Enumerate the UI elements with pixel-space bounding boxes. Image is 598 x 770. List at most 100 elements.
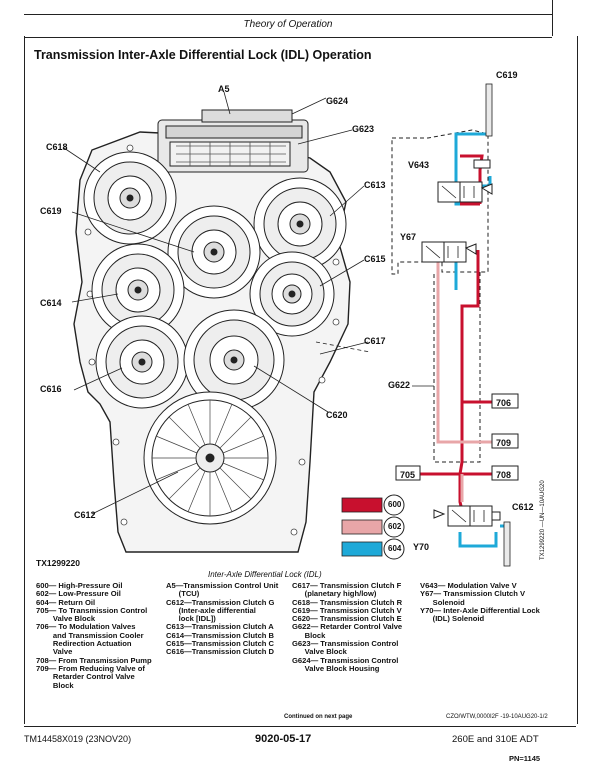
clutch-c618	[83, 151, 177, 245]
legend-item: C620— Transmission Clutch E	[292, 614, 402, 624]
figure-side-id: TX1299220 —UN—10AUG20	[540, 480, 546, 560]
port-709: 709	[496, 438, 512, 448]
leader-lines	[63, 91, 434, 515]
legend-item: (planetary high/low)	[292, 589, 377, 599]
label-v643: V643	[408, 160, 430, 170]
section-number: 9020-05-17	[255, 733, 312, 745]
legend-item: 604— Return Oil	[36, 597, 96, 607]
label-y67: Y67	[400, 232, 417, 242]
y67-valve	[421, 241, 477, 263]
key-604: 604	[388, 544, 402, 553]
clutch-c619	[167, 205, 261, 299]
figure-title: Transmission Inter-Axle Differential Loc…	[34, 48, 372, 62]
label-c613: C613	[364, 180, 386, 190]
label-c620: C620	[326, 410, 348, 420]
legend-item: Redirection Actuation	[36, 639, 132, 649]
clutch-discs	[83, 151, 347, 411]
legend-item: C617— Transmission Clutch F	[292, 581, 402, 590]
model-name: 260E and 310E ADT	[452, 734, 539, 745]
legend-item: (IDL) Solenoid	[420, 614, 485, 624]
clutch-c615	[249, 251, 335, 337]
hydraulic-lines	[420, 110, 510, 548]
v643-valve	[437, 159, 493, 203]
label-c612-right: C612	[512, 502, 534, 512]
legend-item: C619— Transmission Clutch V	[292, 605, 402, 615]
retarder-block-outline	[433, 272, 481, 463]
color-key	[341, 494, 405, 560]
y70-valve	[433, 505, 501, 527]
port-boxes	[395, 393, 519, 481]
legend-column-1: 600— High-Pressure Oil 602— Low-Pressure…	[36, 581, 166, 690]
legend-column-4: V643— Modulation Valve V Y67— Transmissi…	[420, 581, 570, 624]
legend-item: 706— To Modulation Valves	[36, 622, 136, 632]
legend-item: A5—Transmission Control Unit	[166, 581, 279, 590]
legend-item: C613—Transmission Clutch A	[166, 622, 274, 632]
legend-item: (TCU)	[166, 589, 200, 599]
legend-item: 705— To Transmission Control	[36, 605, 148, 615]
part-reference: CZO/WTW,0000I2F -19-10AUG20-1/2	[446, 714, 548, 720]
legend-item: Solenoid	[420, 597, 465, 607]
c612-actuator	[503, 521, 511, 567]
clutch-c612	[143, 391, 277, 525]
return-line-lower	[458, 532, 498, 548]
legend-column-3: C617— Transmission Clutch F (planetary h…	[292, 581, 420, 673]
document-id: TM14458X019 (23NOV20)	[24, 734, 132, 744]
legend-item: C615—Transmission Clutch C	[166, 639, 275, 649]
key-602: 602	[388, 522, 402, 531]
label-c614: C614	[40, 298, 62, 308]
legend-item: G623— Transmission Control	[292, 639, 399, 649]
legend-item: Valve	[36, 647, 73, 657]
legend-item: and Transmission Cooler	[36, 630, 144, 640]
low-pressure-line	[436, 250, 494, 444]
legend-item: Y70— Inter-Axle Differential Lock	[420, 605, 540, 615]
continued-note: Continued on next page	[284, 714, 353, 720]
port-708: 708	[496, 470, 512, 480]
label-c612: C612	[74, 510, 96, 520]
header-title: Theory of Operation	[243, 19, 333, 30]
label-c619-right: C619	[496, 70, 518, 80]
legend-item: 600— High-Pressure Oil	[36, 581, 123, 590]
label-c616: C616	[40, 384, 62, 394]
legend-item: lock [IDL])	[166, 614, 216, 624]
header-rule	[24, 14, 552, 38]
clutch-c620	[183, 309, 285, 411]
figure-caption: Inter-Axle Differential Lock (IDL)	[208, 570, 322, 579]
legend-item: Block	[292, 630, 326, 640]
label-c618: C618	[46, 142, 68, 152]
label-c619: C619	[40, 206, 62, 216]
port-705: 705	[400, 470, 416, 480]
page-frame	[24, 36, 578, 724]
legend-item: C618— Transmission Clutch R	[292, 597, 403, 607]
key-600: 600	[388, 500, 402, 509]
clutch-c616	[95, 315, 189, 409]
label-g622: G622	[388, 380, 411, 390]
port-706: 706	[496, 398, 512, 408]
corner-tab	[552, 0, 577, 36]
legend-item: Retarder Control Valve	[36, 672, 135, 682]
legend-item: Valve Block	[36, 614, 96, 624]
legend-item: C616—Transmission Clutch D	[166, 647, 275, 657]
c619-actuator	[485, 83, 493, 137]
label-c617: C617	[364, 336, 386, 346]
legend-item: 708— From Transmission Pump	[36, 655, 152, 665]
label-y70: Y70	[413, 542, 430, 552]
transmission-diagram	[63, 83, 519, 567]
clutch-c614	[91, 243, 185, 337]
label-c615: C615	[364, 254, 386, 264]
legend-item: Block	[36, 680, 74, 690]
legend-item: 602— Low-Pressure Oil	[36, 589, 121, 599]
legend-item: C612—Transmission Clutch G	[166, 597, 275, 607]
legend-item: Valve Block	[292, 647, 347, 657]
legend-item: Y67— Transmission Clutch V	[420, 589, 526, 599]
legend-item: V643— Modulation Valve V	[420, 581, 517, 590]
clutch-c613	[253, 177, 347, 271]
footer-rule	[24, 726, 576, 727]
figure-id: TX1299220	[36, 558, 80, 568]
legend-item: Valve Block Housing	[292, 663, 380, 673]
valve-block	[157, 109, 309, 173]
legend-column-2: A5—Transmission Control Unit (TCU) C612—…	[166, 581, 292, 657]
legend-item: C614—Transmission Clutch B	[166, 630, 275, 640]
label-g623: G623	[352, 124, 375, 134]
high-pressure-main	[458, 250, 480, 511]
page-number: PN=1145	[509, 754, 541, 763]
